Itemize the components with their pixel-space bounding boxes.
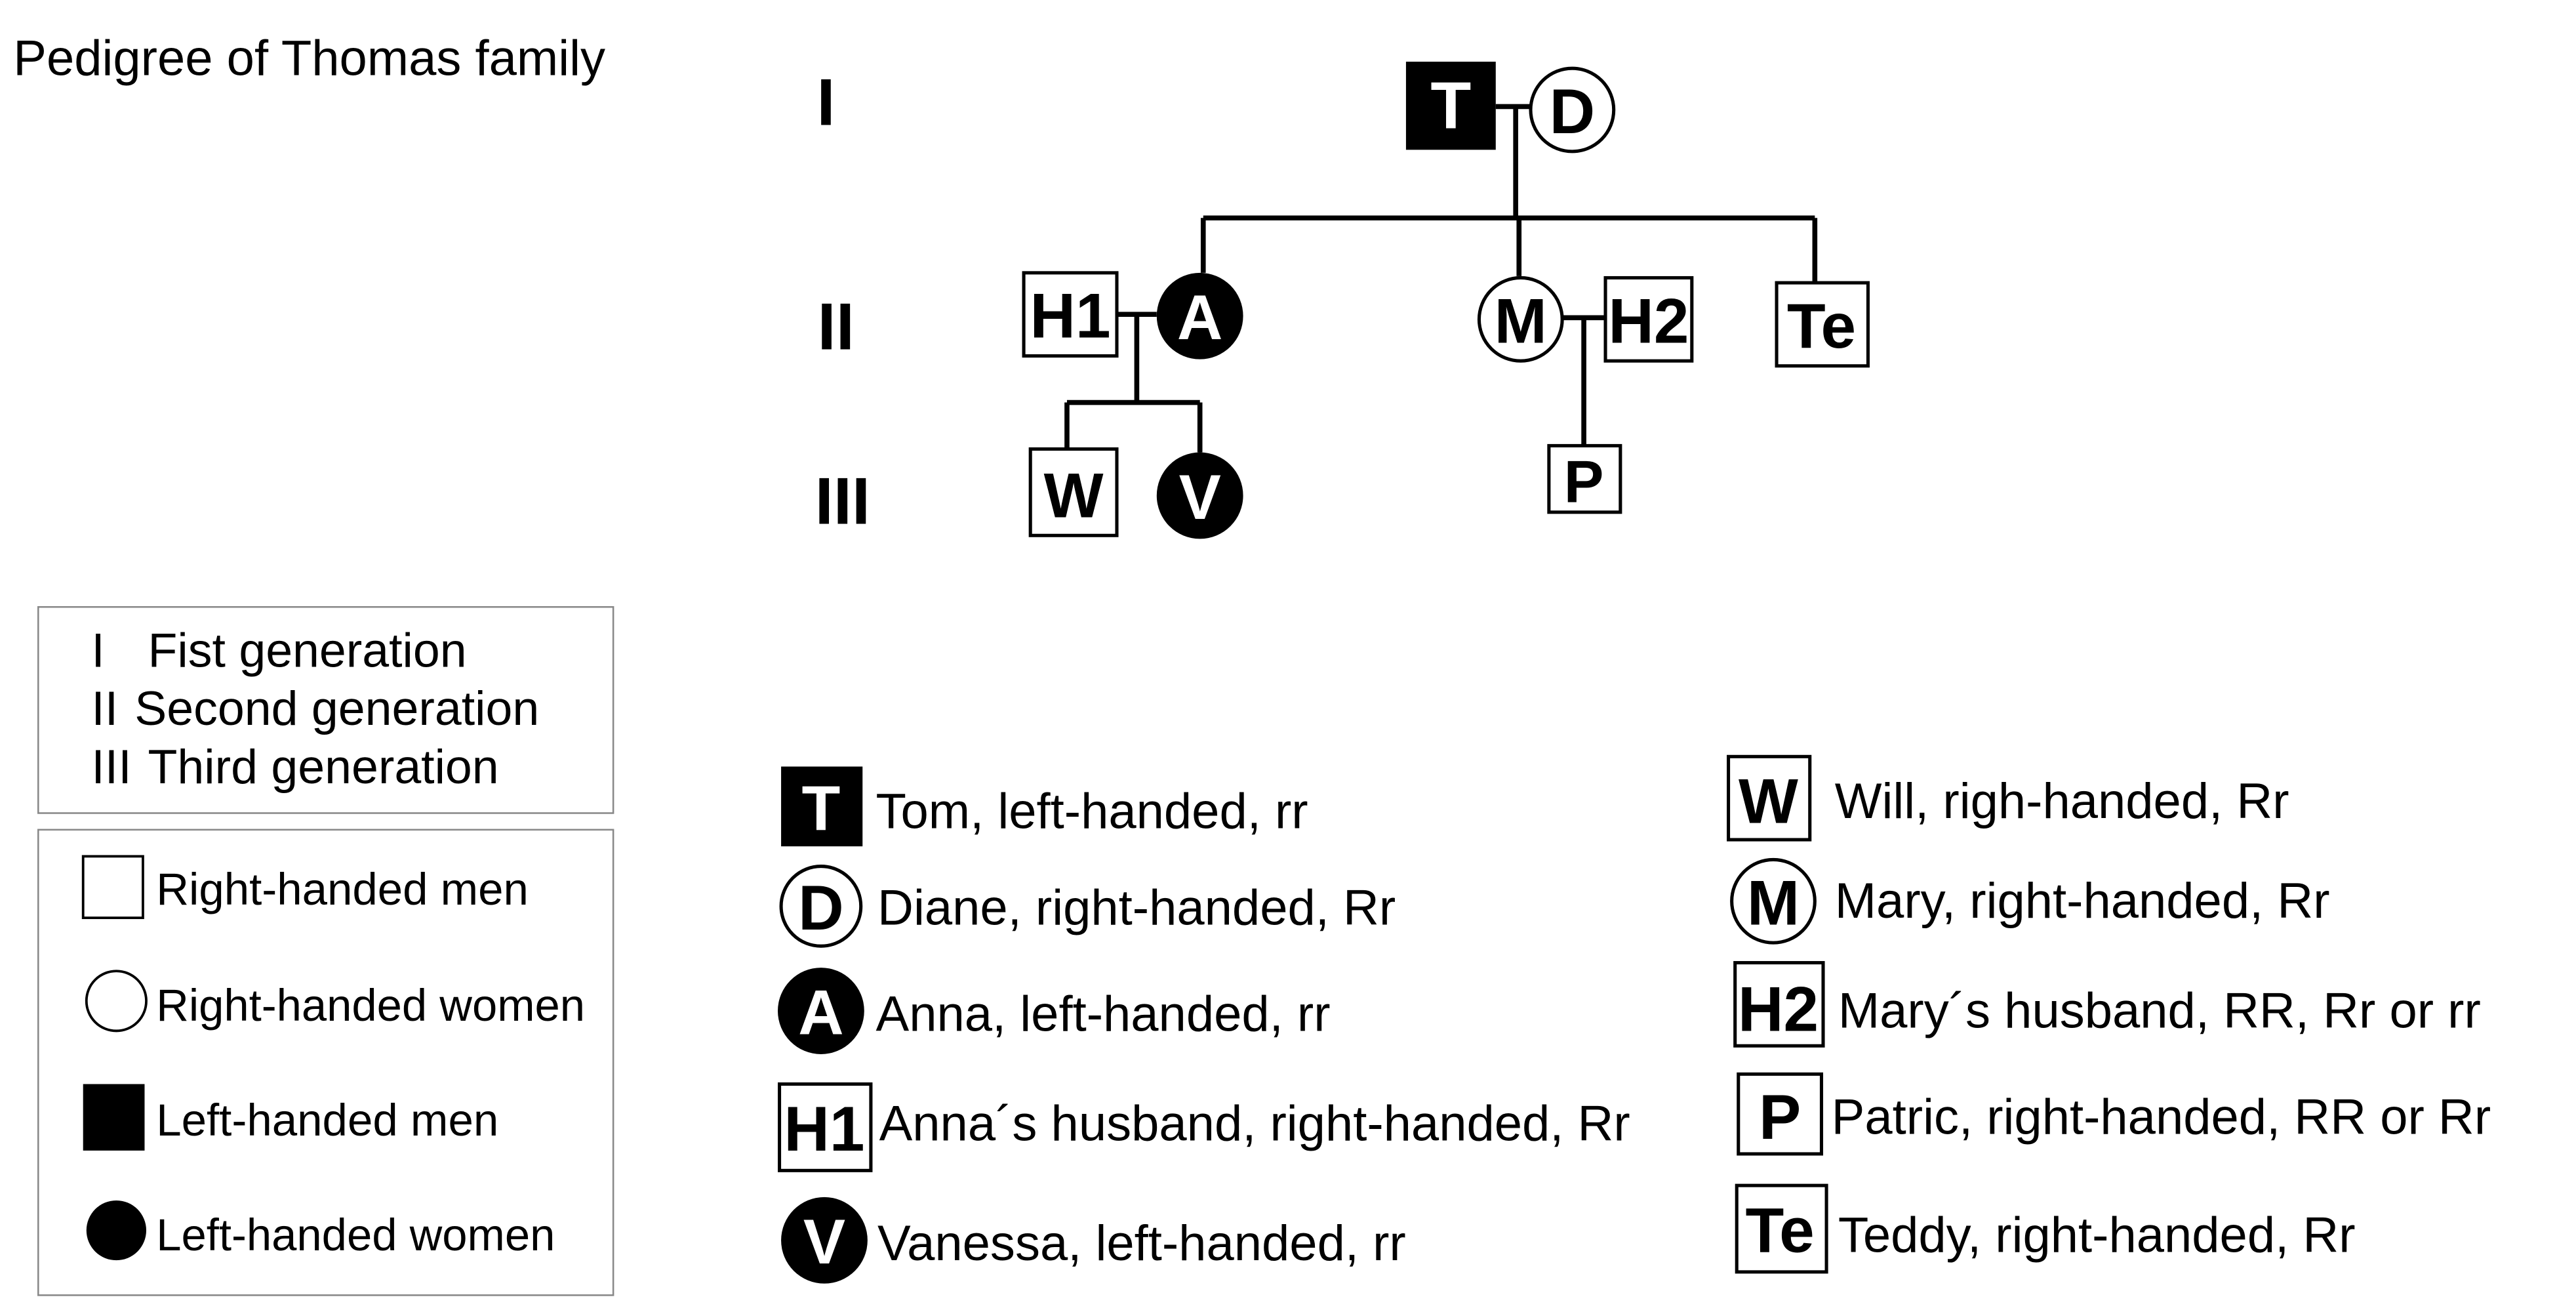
anna-symbol — [1156, 272, 1243, 359]
legend-left-men-text: Left-handed men — [156, 1096, 498, 1145]
key-mary-symbol — [1730, 857, 1817, 945]
key-vanessa-code: V — [803, 1207, 845, 1277]
key-h1-text: Anna´s husband, right-handed, Rr — [879, 1096, 1630, 1152]
generation-label-2: II — [818, 289, 855, 363]
key-diane-code: D — [798, 873, 844, 943]
page-title: Pedigree of Thomas family — [13, 30, 605, 86]
h2-symbol — [1603, 276, 1694, 363]
legend-gen2-numeral: II — [91, 681, 118, 735]
h1-code: H1 — [1030, 281, 1110, 352]
legend-left-women-text: Left-handed women — [156, 1210, 555, 1260]
key-anna-text: Anna, left-handed, rr — [876, 986, 1331, 1042]
teddy-symbol — [1775, 281, 1870, 368]
patric-code: P — [1564, 449, 1604, 516]
will-code: W — [1044, 461, 1104, 531]
key-teddy-code: Te — [1746, 1196, 1815, 1266]
key-h2-text: Mary´s husband, RR, Rr or rr — [1838, 983, 2481, 1038]
symbol-legend-box — [37, 829, 614, 1296]
legend-gen3-numeral: III — [91, 739, 131, 794]
key-h2-symbol — [1733, 961, 1825, 1048]
tom-code: T — [1430, 68, 1471, 142]
key-teddy-text: Teddy, right-handed, Rr — [1838, 1208, 2356, 1263]
mary-code: M — [1495, 286, 1547, 356]
legend-left-men-square — [83, 1084, 145, 1151]
key-vanessa-text: Vanessa, left-handed, rr — [877, 1216, 1406, 1271]
legend-gen1-text: Fist generation — [148, 623, 467, 677]
key-will-code: W — [1739, 767, 1798, 837]
key-mary-code: M — [1747, 868, 1800, 938]
key-tom-text: Tom, left-handed, rr — [876, 783, 1308, 839]
legend-gen2-text: Second generation — [134, 681, 539, 735]
tom-symbol — [1405, 62, 1496, 150]
diane-code: D — [1550, 77, 1596, 147]
key-anna-code: A — [798, 978, 844, 1048]
key-tom-symbol — [781, 766, 863, 847]
key-diane-text: Diane, right-handed, Rr — [877, 880, 1396, 935]
key-vanessa-symbol — [781, 1197, 868, 1284]
legend-gen1-numeral: I — [91, 623, 104, 677]
legend-left-women-circle — [86, 1200, 147, 1261]
generation-label-1: I — [816, 65, 835, 139]
teddy-code: Te — [1787, 291, 1856, 361]
will-symbol — [1028, 447, 1119, 537]
key-patric-text: Patric, right-handed, RR or Rr — [1832, 1090, 2491, 1145]
key-will-text: Will, righ-handed, Rr — [1835, 773, 2289, 829]
legend-right-men-text: Right-handed men — [156, 865, 529, 914]
key-will-symbol — [1727, 754, 1812, 842]
anna-code: A — [1177, 283, 1223, 353]
mary-symbol — [1477, 276, 1564, 363]
generation-label-3: III — [815, 464, 870, 539]
key-patric-symbol — [1737, 1072, 1824, 1156]
key-anna-symbol — [778, 968, 864, 1054]
key-teddy-symbol — [1735, 1183, 1828, 1274]
key-mary-text: Mary, right-handed, Rr — [1835, 873, 2330, 929]
key-tom-code: T — [801, 773, 840, 844]
key-h1-code: H1 — [784, 1094, 864, 1164]
h1-symbol — [1022, 271, 1119, 358]
key-diane-symbol — [779, 865, 863, 948]
key-h1-symbol — [778, 1082, 873, 1172]
generation-legend-box — [37, 605, 614, 814]
vanessa-symbol — [1156, 452, 1243, 539]
diane-symbol — [1529, 66, 1616, 154]
key-h2-code: H2 — [1738, 974, 1819, 1044]
key-patric-code: P — [1759, 1082, 1801, 1153]
patric-symbol — [1547, 443, 1622, 514]
legend-right-men-square — [81, 855, 144, 920]
legend-gen3-text: Third generation — [148, 739, 499, 794]
vanessa-code: V — [1179, 462, 1221, 533]
legend-right-women-circle — [85, 970, 148, 1033]
legend-right-women-text: Right-handed women — [156, 981, 585, 1031]
pedigree-lines — [1064, 104, 1818, 453]
h2-code: H2 — [1608, 286, 1689, 356]
